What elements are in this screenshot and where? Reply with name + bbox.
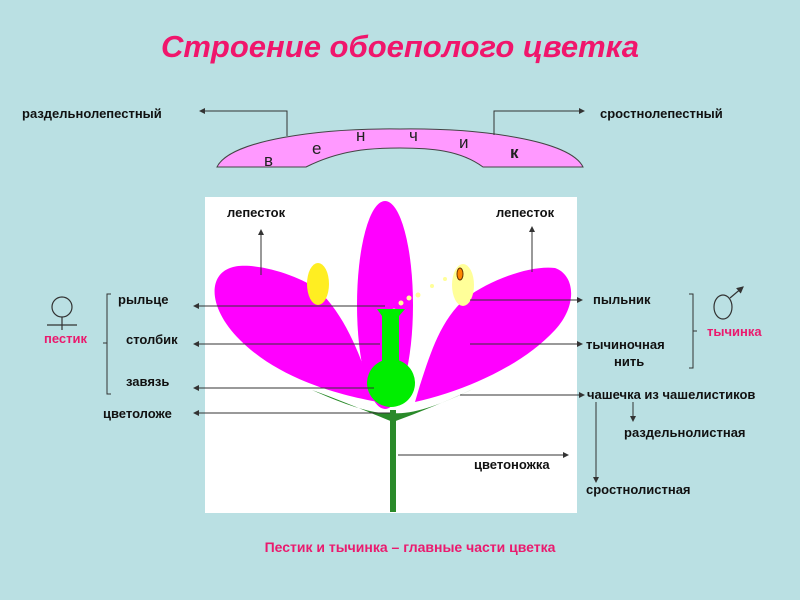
arrow-right-type: [493, 108, 585, 135]
stamen-bracket: [689, 293, 697, 369]
label-style: столбик: [126, 332, 178, 347]
page-title: Строение обоеполого цветка: [161, 29, 639, 64]
petal-right: [415, 267, 572, 402]
label-receptacle: цветоложе: [103, 406, 172, 421]
label-petal-right: лепесток: [496, 205, 555, 220]
corolla-letter: ч: [409, 126, 418, 145]
pistil-stigma: [377, 309, 405, 316]
pistil-style: [382, 310, 399, 372]
label-calyx: чашечка из чашелистиков: [587, 387, 755, 402]
label-ovary: завязь: [126, 374, 169, 389]
label-anther: пыльник: [593, 292, 651, 307]
corolla-letter: н: [356, 126, 365, 145]
corolla-letter: в: [264, 151, 273, 170]
label-calyx-fused: сростнолистная: [586, 482, 691, 497]
label-pedicel: цветоножка: [474, 457, 550, 472]
anther-left: [307, 263, 329, 305]
female-symbol-icon: [47, 296, 77, 330]
pistil-bracket: [103, 293, 111, 395]
arrow-left-type: [199, 108, 288, 136]
label-filament-line2: нить: [614, 354, 644, 369]
corolla-letter: е: [312, 139, 321, 158]
label-filament-line1: тычиночная: [586, 337, 665, 352]
label-stamen: тычинка: [707, 324, 762, 339]
label-pistil: пестик: [44, 331, 87, 346]
pollen-sac: [456, 267, 464, 281]
petal-left: [214, 265, 378, 402]
footer-caption: Пестик и тычинка – главные части цветка: [265, 539, 556, 555]
corolla-letter: к: [510, 143, 519, 162]
male-symbol-icon: [713, 286, 744, 320]
corolla-shape: [216, 128, 584, 168]
pistil-ovary: [367, 359, 415, 407]
label-fused-petals: сростнолепестный: [600, 106, 723, 121]
pedicel-stem: [390, 410, 396, 512]
label-calyx-separate: раздельнолистная: [624, 425, 746, 440]
label-stigma: рыльце: [118, 292, 169, 307]
label-petal-left: лепесток: [227, 205, 286, 220]
corolla-letter: и: [459, 133, 469, 152]
label-separate-petals: раздельнолепестный: [22, 106, 162, 121]
